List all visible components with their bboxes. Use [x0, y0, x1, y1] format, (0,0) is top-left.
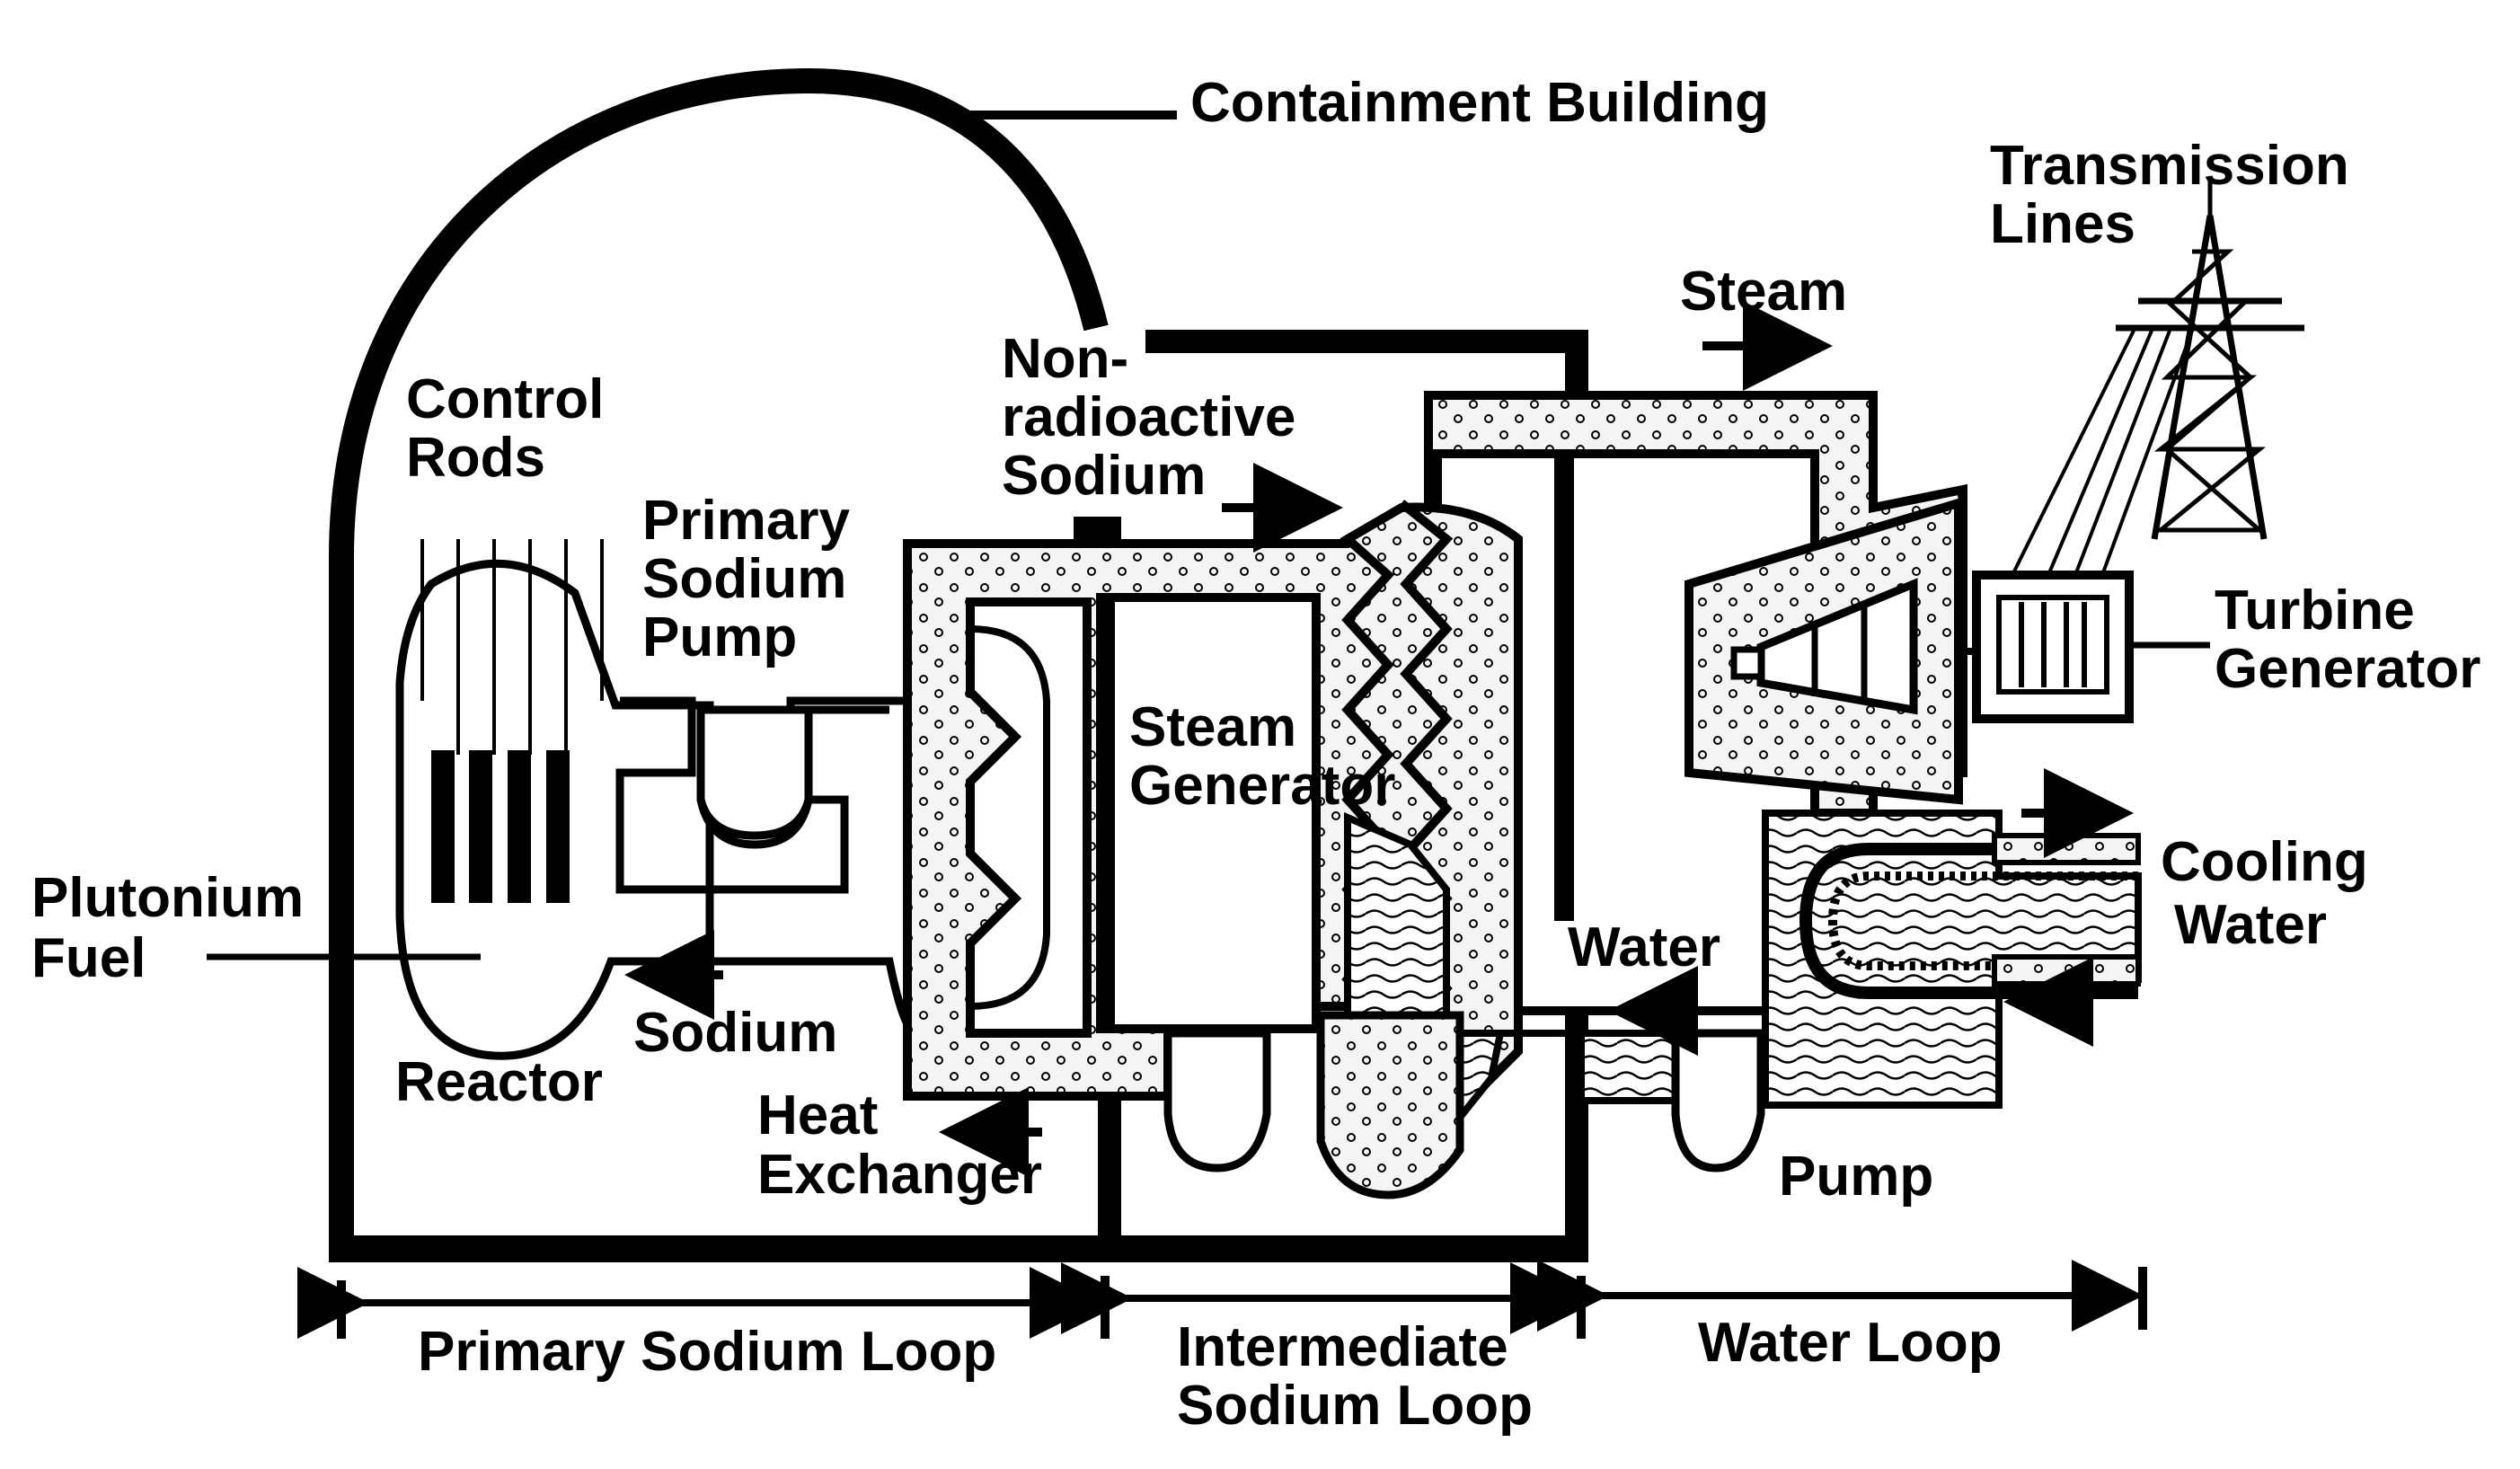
- label-cooling-water-line1: Cooling: [2161, 831, 2368, 893]
- label-primary-pump-line2: Sodium: [642, 548, 846, 610]
- water-region: [1344, 810, 2142, 1164]
- label-non-radioactive-line2: radioactive: [1002, 386, 1295, 448]
- label-steam: Steam: [1680, 261, 1847, 323]
- label-primary-pump-line3: Pump: [642, 606, 797, 668]
- label-heat-exchanger-line1: Heat: [757, 1084, 878, 1146]
- pointer-lines: [207, 642, 2206, 960]
- fuel-rods: [431, 750, 570, 903]
- loop-rulers: [297, 1260, 2147, 1339]
- label-turbine-generator-line2: Generator: [2215, 638, 2480, 700]
- lower-pumps: [1163, 1011, 1765, 1199]
- label-containment-building: Containment Building: [1190, 72, 1769, 134]
- label-intermediate-loop-line1: Intermediate: [1177, 1316, 1508, 1378]
- label-non-radioactive-line3: Sodium: [1002, 445, 1206, 507]
- label-turbine-generator-line1: Turbine: [2215, 580, 2415, 642]
- label-plutonium-fuel-line1: Plutonium: [31, 867, 304, 929]
- label-control-rods-line2: Rods: [406, 427, 545, 489]
- label-steam-generator-line2: Generator: [1129, 755, 1395, 817]
- flow-arrows: [624, 301, 2134, 1177]
- label-cooling-water-line2: Water: [2174, 894, 2327, 956]
- label-heat-exchanger-line2: Exchanger: [757, 1144, 1042, 1206]
- intermediate-sodium-loop: [903, 391, 1967, 1130]
- control-rods: [420, 539, 604, 755]
- labels: Containment Building Transmission Lines …: [31, 72, 2480, 1437]
- label-non-radioactive-line1: Non-: [1002, 328, 1128, 390]
- turbine: [1684, 497, 1985, 805]
- label-reactor: Reactor: [395, 1051, 603, 1113]
- label-sodium: Sodium: [633, 1002, 837, 1064]
- label-primary-sodium-loop: Primary Sodium Loop: [418, 1321, 996, 1383]
- label-transmission-lines-line1: Transmission: [1990, 135, 2349, 197]
- label-intermediate-loop-line2: Sodium Loop: [1177, 1375, 1533, 1437]
- primary-sodium-pump: [615, 696, 912, 1027]
- label-pump: Pump: [1779, 1146, 1933, 1208]
- label-plutonium-fuel-line2: Fuel: [31, 927, 146, 989]
- generator: [1972, 571, 2210, 723]
- label-primary-pump-line1: Primary: [642, 490, 850, 552]
- label-control-rods-line1: Control: [406, 368, 604, 430]
- label-water-loop: Water Loop: [1698, 1312, 2003, 1374]
- label-steam-generator-line1: Steam: [1129, 696, 1296, 758]
- transmission-tower: [2011, 180, 2304, 576]
- label-transmission-lines-line2: Lines: [1990, 193, 2135, 255]
- label-water: Water: [1568, 916, 1720, 978]
